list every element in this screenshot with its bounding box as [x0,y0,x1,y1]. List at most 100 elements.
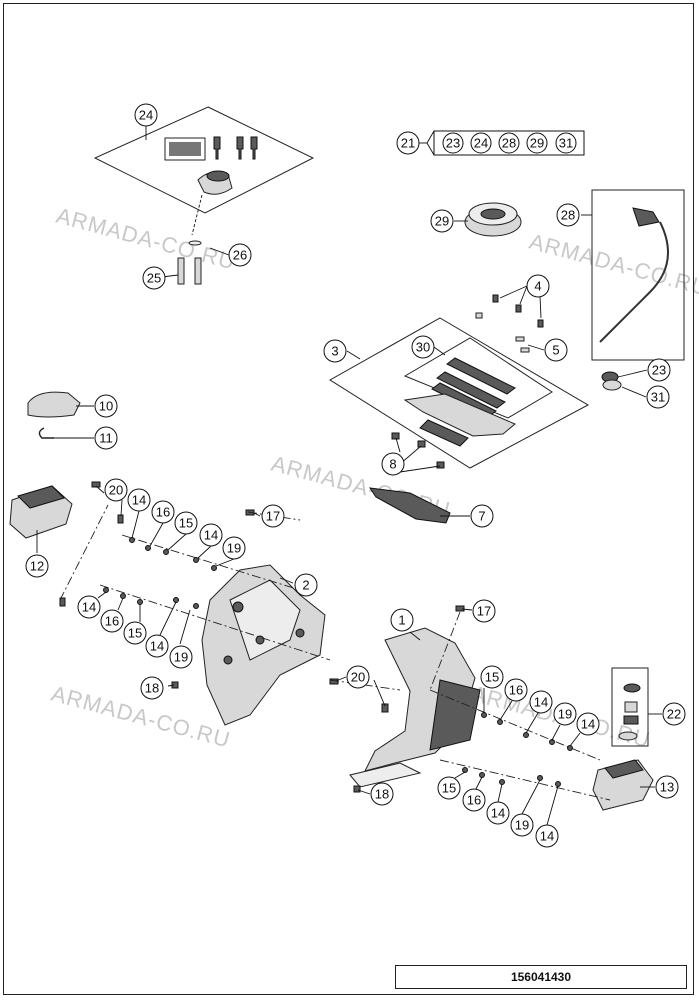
callout-bubble: 14 [145,634,169,658]
callout-label: 5 [552,343,559,358]
callout-bubble: 3 [323,339,347,363]
screw-group [475,294,544,353]
callout-bubble: 14 [535,824,559,848]
callout-bubble: 15 [437,776,461,800]
frame-part-2 [201,564,326,726]
callout-bubble: 19 [169,645,193,669]
callout-bubble: 5 [544,338,568,362]
callout-bubble: 14 [77,595,101,619]
callout-label: 8 [389,457,396,472]
callout-bubble: 16 [151,500,175,524]
callout-label: 15 [485,670,499,685]
callout-bubble: 29 [430,209,454,233]
kit-group-21: 21 23 24 28 29 31 [396,130,585,156]
callout-label: 16 [509,683,523,698]
callout-bubble: 15 [123,621,147,645]
callout-bubble: 18 [140,676,164,700]
callout-bubble: 11 [94,426,118,450]
callout-bubble: 14 [529,690,553,714]
kit-group-label: 21 [401,136,415,151]
callout-bubble: 19 [553,702,577,726]
kit-item: 23 [446,136,460,151]
diagram-code-box: 156041430 [395,965,687,989]
callout-label: 19 [558,707,572,722]
callout-bubble: 2 [294,573,318,597]
callout-label: 15 [179,516,193,531]
callout-label: 10 [99,399,113,414]
callout-label: 14 [132,493,146,508]
callout-bubble: 13 [655,775,679,799]
callouts: 24 26 25 29 28 4 5 3 30 23 31 10 11 8 7 … [25,103,686,848]
callout-bubble: 14 [576,712,600,736]
callout-label: 25 [147,271,161,286]
callout-bubble: 31 [646,385,670,409]
callout-bubble: 16 [100,609,124,633]
callout-label: 30 [416,340,430,355]
callout-label: 4 [534,279,541,294]
bracket-13 [592,759,654,811]
bracket-7 [368,487,451,524]
callout-label: 31 [651,390,665,405]
callout-bubble: 19 [222,536,246,560]
drawing-frame [3,3,694,995]
callout-bubble: 22 [662,702,686,726]
callout-label: 14 [581,717,595,732]
callout-bubble: 23 [647,358,671,382]
fuel-cap [464,202,522,237]
callout-label: 3 [331,344,338,359]
callout-bubble: 26 [228,243,252,267]
callout-bubble: 30 [411,335,435,359]
callout-label: 19 [515,818,529,833]
leader-lines [36,126,662,795]
diagram-code: 156041430 [510,970,572,984]
callout-label: 13 [660,780,674,795]
callout-label: 22 [667,707,681,722]
callout-bubble: 12 [25,554,49,578]
callout-label: 14 [204,528,218,543]
callout-label: 14 [534,695,548,710]
housing-12 [9,485,73,539]
callout-bubble: 1 [390,608,414,632]
callout-label: 15 [128,626,142,641]
callout-label: 24 [139,108,153,123]
callout-label: 28 [561,208,575,223]
callout-label: 20 [109,483,123,498]
callout-bubble: 16 [462,788,486,812]
callout-bubble: 8 [381,452,405,476]
callout-label: 2 [302,578,309,593]
callout-label: 16 [156,505,170,520]
callout-bubble: 28 [556,203,580,227]
callout-label: 12 [30,559,44,574]
callout-bubble: 20 [346,665,370,689]
callout-label: 18 [375,787,389,802]
callout-label: 11 [99,431,113,446]
callout-label: 19 [227,541,241,556]
callout-label: 17 [266,509,280,524]
callout-label: 1 [398,613,405,628]
ignition-lock-kit [93,106,315,285]
fuel-pump-kit [329,317,590,469]
callout-label: 23 [652,363,666,378]
callout-label: 14 [82,600,96,615]
callout-bubble: 15 [480,665,504,689]
callout-bubble: 14 [199,523,223,547]
callout-bubble: 14 [127,488,151,512]
callout-bubble: 4 [526,274,550,298]
callout-bubble: 25 [142,266,166,290]
connector-kit [611,667,649,747]
kit-item: 24 [474,136,488,151]
callout-bubble: 24 [134,103,158,127]
callout-label: 19 [174,650,188,665]
callout-bubble: 7 [470,504,494,528]
callout-bubble: 20 [104,478,128,502]
callout-label: 14 [150,639,164,654]
callout-label: 20 [351,670,365,685]
fastener-leaders [97,510,581,826]
kit-item: 28 [502,136,516,151]
callout-bubble: 18 [370,782,394,806]
small-cover-part [27,391,81,439]
callout-bubble: 17 [472,599,496,623]
callout-bubble: 17 [261,504,285,528]
